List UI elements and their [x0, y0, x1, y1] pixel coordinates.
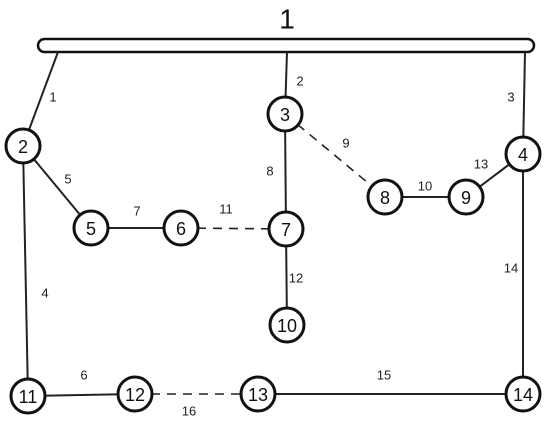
node-label-3: 3	[280, 105, 290, 125]
node-circle-3	[266, 95, 304, 133]
node-circle-6	[162, 209, 200, 247]
node-circle-5	[72, 209, 110, 247]
edge-label-4: 4	[41, 286, 48, 301]
node-10: 10	[268, 306, 306, 344]
node-label-8: 8	[380, 188, 390, 208]
node-circle-2	[4, 127, 42, 165]
nodes-layer: 2 3 4 5 6 7 8 9 10 11 12 13 14	[4, 95, 542, 415]
node-label-12: 12	[125, 385, 145, 405]
node-label-13: 13	[248, 385, 268, 405]
edge-label-15: 15	[377, 368, 391, 383]
edge-label-9: 9	[342, 136, 349, 151]
edge-label-2: 2	[296, 74, 303, 89]
node-label-10: 10	[277, 316, 297, 336]
edge-label-16: 16	[182, 404, 196, 419]
node-circle-4	[504, 135, 542, 173]
node-6: 6	[162, 209, 200, 247]
node-circle-14	[504, 375, 542, 413]
node-label-11: 11	[19, 387, 38, 407]
edge-label-7: 7	[133, 204, 140, 219]
node-circle-9	[447, 178, 485, 216]
node-label-14: 14	[513, 385, 533, 405]
edge-line-4	[22, 145, 29, 397]
bus-bar	[36, 37, 536, 54]
edge-label-1: 1	[49, 90, 56, 105]
node-circle-13	[239, 375, 277, 413]
node-circle-11	[9, 377, 47, 415]
edge-label-3: 3	[507, 90, 514, 105]
node-label-9: 9	[461, 188, 471, 208]
edge-line-9	[284, 113, 386, 198]
node-label-2: 2	[18, 137, 28, 157]
node-4: 4	[504, 135, 542, 173]
node-7: 7	[267, 210, 305, 248]
node-label-7: 7	[281, 220, 291, 240]
edge-label-5: 5	[64, 172, 71, 187]
edge-label-13: 13	[474, 157, 488, 172]
node-11: 11	[9, 377, 47, 415]
node-label-4: 4	[518, 145, 528, 165]
edge-label-12: 12	[289, 271, 303, 286]
bus-layer: 1	[36, 4, 536, 54]
node-3: 3	[266, 95, 304, 133]
edge-line-8	[284, 113, 287, 230]
node-circle-12	[116, 375, 154, 413]
node-circle-10	[268, 306, 306, 344]
node-14: 14	[504, 375, 542, 413]
node-label-5: 5	[86, 219, 96, 239]
bus-label: 1	[279, 4, 295, 35]
edge-label-14: 14	[504, 261, 518, 276]
node-9: 9	[447, 178, 485, 216]
edge-label-11: 11	[219, 202, 233, 217]
edge-label-10: 10	[418, 179, 432, 194]
edge-label-6: 6	[80, 368, 87, 383]
node-circle-8	[366, 178, 404, 216]
node-label-6: 6	[176, 219, 186, 239]
node-8: 8	[366, 178, 404, 216]
node-5: 5	[72, 209, 110, 247]
node-13: 13	[239, 375, 277, 413]
node-circle-7	[267, 210, 305, 248]
node-12: 12	[116, 375, 154, 413]
node-2: 2	[4, 127, 42, 165]
edge-label-8: 8	[266, 164, 273, 179]
